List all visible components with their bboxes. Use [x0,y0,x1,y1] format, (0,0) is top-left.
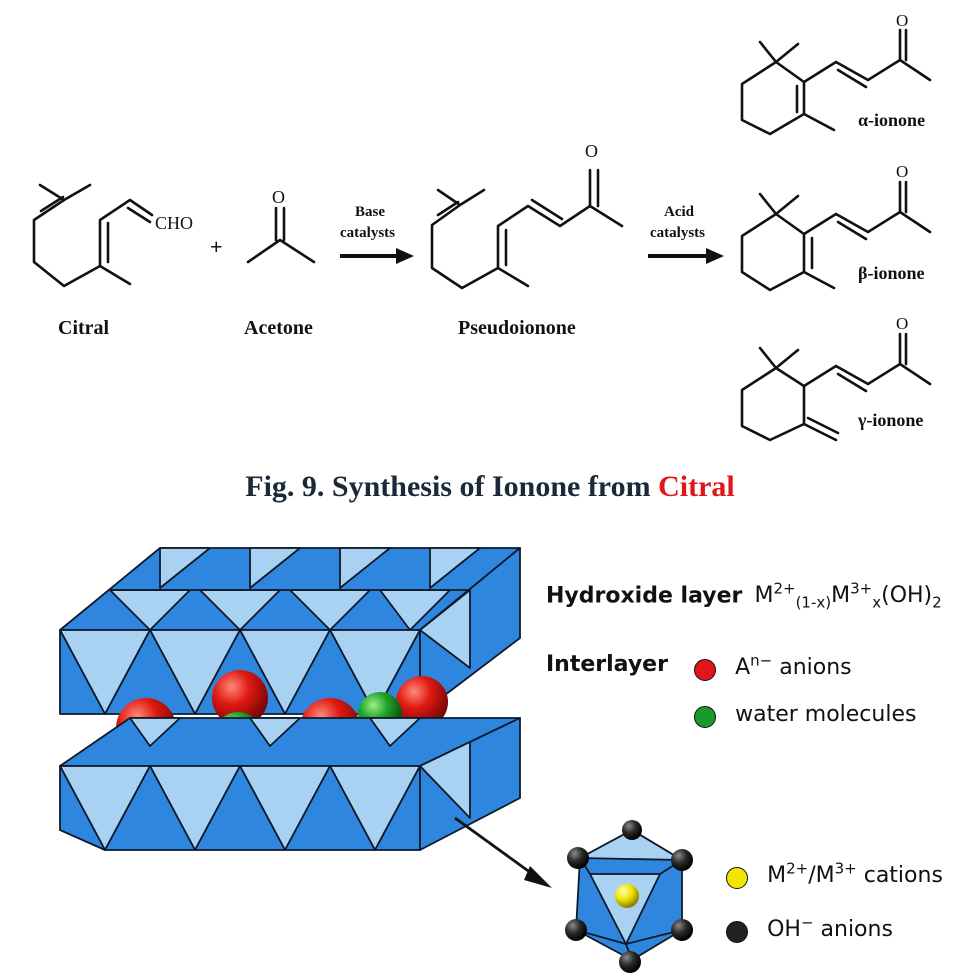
legend-oh-anions: OH− anions [726,914,893,943]
formula-sup-2plus: 2+ [773,580,796,598]
oh-sphere [671,919,693,941]
cation-m1: M [767,863,787,889]
black-dot-icon [726,920,748,943]
oh-symbol: OH [767,917,801,943]
legend-hydroxide-layer: Hydroxide layer M2+(1-x)M3+x(OH)2 [546,580,942,612]
figure-caption-highlight: Citral [658,470,735,503]
oh-sphere [622,820,642,840]
arrow-1-icon [340,248,414,264]
citral-structure [32,183,154,288]
alpha-ionone-structure [740,28,932,136]
ldh-structure-illustration [59,547,693,973]
reaction-scheme: CHO Citral + O Acetone Base catalysts O … [32,11,932,442]
yellow-dot-icon [726,866,748,889]
acid-catalysts-line2: catalysts [650,225,705,241]
lower-hydroxide-layer [59,717,521,851]
citral-cho-text: CHO [155,213,193,233]
beta-ionone-structure [740,180,932,292]
gamma-ionone-structure [740,332,932,442]
interlayer-heading: Interlayer [546,652,668,677]
figure-caption: Fig. 9. Synthesis of Ionone from Citral [0,470,980,504]
hydroxide-layer-heading: Hydroxide layer [546,583,743,609]
cation-label: cations [856,863,943,889]
base-catalysts-line1: Base [355,204,385,220]
legend-water: water molecules [694,702,916,728]
oh-sphere [565,919,587,941]
arrow-2-icon [648,248,724,264]
acid-catalysts-line1: Acid [664,204,695,220]
base-catalysts-line2: catalysts [340,225,395,241]
cation-sphere [615,884,639,908]
oh-sphere [671,849,693,871]
formula-m1: M [754,583,774,609]
formula-m2: M [831,583,851,609]
water-text: water molecules [735,702,917,727]
alpha-ionone-oxygen: O [896,11,908,30]
oh-charge: − [800,914,814,932]
beta-ionone-oxygen: O [896,162,908,181]
legend-interlayer: Interlayer [546,652,668,677]
red-dot-icon [694,658,716,681]
acetone-oxygen: O [272,187,285,207]
pointer-arrow-icon [454,816,552,888]
acetone-label: Acetone [244,317,313,339]
oh-anions-text: OH− anions [753,914,893,943]
oh-sphere [619,951,641,973]
cations-text: M2+/M3+ cations [753,860,943,889]
formula-sub-2: 2 [932,593,942,612]
anion-symbol: A [735,655,751,681]
citral-label: Citral [58,317,110,339]
cation-sup2: 3+ [834,860,857,878]
anions-text: An− anions [721,652,852,681]
gamma-ionone-oxygen: O [896,314,908,333]
anion-sphere [396,676,448,728]
oh-label: anions [813,917,893,943]
legend-anions: An− anions [694,652,852,681]
plus-sign: + [210,234,223,259]
pseudoionone-structure [430,168,624,290]
formula-sub-1minusx: (1-x) [795,593,832,612]
anion-label: anions [772,655,852,681]
oh-sphere [567,847,589,869]
formula-sup-3plus: 3+ [850,580,873,598]
pseudoionone-label: Pseudoionone [458,317,576,339]
legend-cations: M2+/M3+ cations [726,860,943,889]
acetone-structure [246,206,316,264]
beta-ionone-label: β-ionone [858,263,925,283]
cation-sup1: 2+ [786,860,809,878]
alpha-ionone-label: α-ionone [858,110,925,130]
upper-hydroxide-layer [59,547,521,715]
cation-slash: /M [808,863,835,889]
formula-sub-x: x [872,593,882,612]
anion-sphere [212,670,268,726]
anion-charge: n− [750,652,773,670]
formula-oh: (OH) [881,583,933,609]
gamma-ionone-label: γ-ionone [857,410,923,430]
hydroxide-formula: M2+(1-x)M3+x(OH)2 [747,580,941,612]
figure-caption-prefix: Fig. 9. Synthesis of Ionone from [245,470,659,503]
pseudoionone-oxygen: O [585,141,598,161]
green-dot-icon [694,705,716,728]
